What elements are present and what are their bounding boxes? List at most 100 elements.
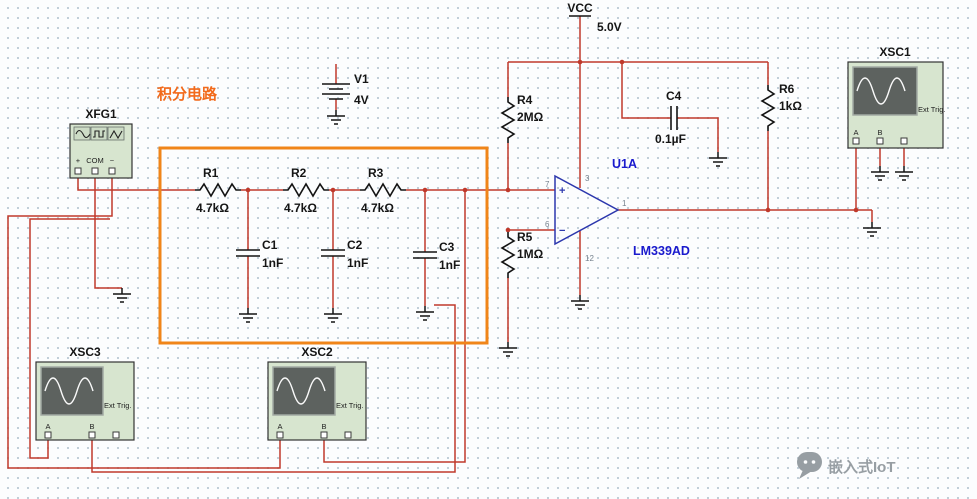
xsc1-ext-trig-label: Ext Trig.	[918, 105, 946, 114]
wire-node-to-xsc2-b[interactable]	[323, 190, 466, 463]
resistor-r3[interactable]: R3 4.7kΩ	[360, 166, 406, 215]
opamp-plus-sign: +	[559, 185, 565, 197]
watermark-text: 嵌入式IoT	[828, 458, 896, 476]
ground-icon[interactable]	[709, 152, 727, 167]
resistor-r2[interactable]: R2 4.7kΩ	[283, 166, 329, 215]
r3-ref-label: R3	[368, 166, 384, 180]
r2-value-label: 4.7kΩ	[284, 201, 317, 215]
xfg1-plus-terminal[interactable]	[74, 167, 82, 175]
u1a-part-label: LM339AD	[633, 244, 690, 258]
xsc3-channel-a-label: A	[45, 422, 50, 431]
xsc3-channel-a-terminal[interactable]	[44, 431, 52, 439]
resistor-r5[interactable]: R5 1MΩ	[500, 230, 544, 278]
xsc1-channel-a-terminal[interactable]	[852, 137, 860, 145]
wire-xsc3-a[interactable]	[29, 218, 110, 459]
ground-icon[interactable]	[327, 110, 345, 125]
xsc2-title: XSC2	[301, 345, 333, 359]
junction	[330, 187, 336, 193]
oscilloscope-xsc1[interactable]: XSC1 Ext Trig. A B	[847, 45, 946, 149]
xsc3-channel-b-terminal[interactable]	[88, 431, 96, 439]
opamp-triangle	[554, 174, 620, 246]
xfg1-title: XFG1	[85, 107, 117, 121]
xsc3-ext-trig-terminal[interactable]	[112, 431, 120, 439]
junction	[422, 187, 428, 193]
v1-value-label: 4V	[354, 93, 369, 107]
annotation-box[interactable]	[158, 146, 489, 345]
resistor-zigzag	[360, 182, 406, 198]
r5-ref-label: R5	[517, 230, 533, 244]
capacitor-c2[interactable]: C2 1nF	[321, 238, 368, 270]
ground-icon[interactable]	[113, 288, 131, 303]
xsc1-ext-trig-terminal[interactable]	[900, 137, 908, 145]
wire-xfg-minus-to-xsc2-a[interactable]	[7, 174, 281, 469]
battery-v1[interactable]: V1 4V	[322, 72, 369, 107]
instrument-xfg1[interactable]: XFG1 + COM −	[69, 107, 133, 179]
ground-icon[interactable]	[324, 308, 342, 323]
opamp-pin-vcc: 3	[585, 174, 590, 183]
ground-icon[interactable]	[863, 222, 881, 237]
ground-symbols[interactable]	[113, 110, 913, 357]
resistor-r1[interactable]: R1 4.7kΩ	[195, 166, 241, 215]
xsc1-screen	[852, 66, 918, 116]
annotation-title: 积分电路	[157, 85, 218, 103]
ground-icon[interactable]	[239, 308, 257, 323]
r1-ref-label: R1	[203, 166, 219, 180]
resistor-zigzag	[195, 182, 241, 198]
xfg1-com-terminal[interactable]	[91, 167, 99, 175]
capacitor-c1[interactable]: C1 1nF	[236, 238, 283, 270]
capacitor-c4[interactable]: C4 0.1µF	[655, 89, 686, 146]
capacitor-plates	[321, 249, 345, 257]
xsc2-channel-a-terminal[interactable]	[276, 431, 284, 439]
resistor-r4[interactable]: R4 2MΩ	[500, 93, 544, 143]
r3-value-label: 4.7kΩ	[361, 201, 394, 215]
ground-icon[interactable]	[499, 342, 517, 357]
junction	[853, 207, 859, 213]
ground-icon[interactable]	[571, 295, 589, 310]
opamp-u1a[interactable]: + − 7 6 1 3 12 U1A LM339AD	[545, 157, 690, 263]
wire-layer[interactable]	[7, 16, 905, 473]
triangle-wave-icon	[109, 129, 123, 140]
sine-icon	[75, 129, 91, 139]
ground-icon[interactable]	[895, 166, 913, 181]
capacitor-plates	[670, 106, 678, 130]
xsc2-ext-trig-terminal[interactable]	[344, 431, 352, 439]
resistor-r6[interactable]: R6 1kΩ	[760, 82, 802, 131]
r2-ref-label: R2	[291, 166, 307, 180]
r1-value-label: 4.7kΩ	[196, 201, 229, 215]
r4-ref-label: R4	[517, 93, 533, 107]
r4-value-label: 2MΩ	[517, 110, 544, 124]
oscilloscope-xsc3[interactable]: XSC3 Ext Trig. A B	[35, 345, 135, 441]
opamp-pin-out: 1	[622, 199, 627, 208]
junction	[619, 59, 625, 65]
c1-value-label: 1nF	[262, 256, 283, 270]
wire-c4-right[interactable]	[677, 117, 719, 152]
chat-bubble-eye	[811, 460, 816, 464]
wire-xsc3-b[interactable]	[91, 304, 456, 473]
xsc3-ext-trig-label: Ext Trig.	[104, 401, 132, 410]
chat-bubble-tail	[799, 470, 812, 479]
xsc2-channel-b-terminal[interactable]	[320, 431, 328, 439]
junction	[462, 187, 468, 193]
wire-xfg-plus-to-r1[interactable]	[77, 174, 195, 191]
ground-icon[interactable]	[871, 166, 889, 181]
vcc-voltage-label: 5.0V	[597, 20, 622, 34]
capacitor-c3[interactable]: C3 1nF	[413, 240, 460, 272]
ground-icon[interactable]	[416, 306, 434, 321]
xfg1-minus-terminal[interactable]	[108, 167, 116, 175]
capacitor-plates	[236, 249, 260, 257]
sine-wave-button[interactable]	[73, 126, 91, 141]
xfg1-plus-label: +	[76, 156, 81, 165]
xsc3-screen	[40, 366, 104, 416]
oscilloscope-xsc2[interactable]: XSC2 Ext Trig. A B	[267, 345, 367, 441]
wire-c4-left[interactable]	[621, 62, 671, 119]
xsc1-channel-b-label: B	[877, 128, 882, 137]
xsc2-screen	[272, 366, 336, 416]
wire-xfg-com-gnd[interactable]	[94, 174, 122, 289]
vcc-symbol[interactable]: VCC 5.0V	[567, 1, 621, 34]
c3-ref-label: C3	[439, 240, 455, 254]
xsc1-channel-b-terminal[interactable]	[876, 137, 884, 145]
junction	[505, 227, 511, 233]
xsc2-channel-a-label: A	[277, 422, 282, 431]
